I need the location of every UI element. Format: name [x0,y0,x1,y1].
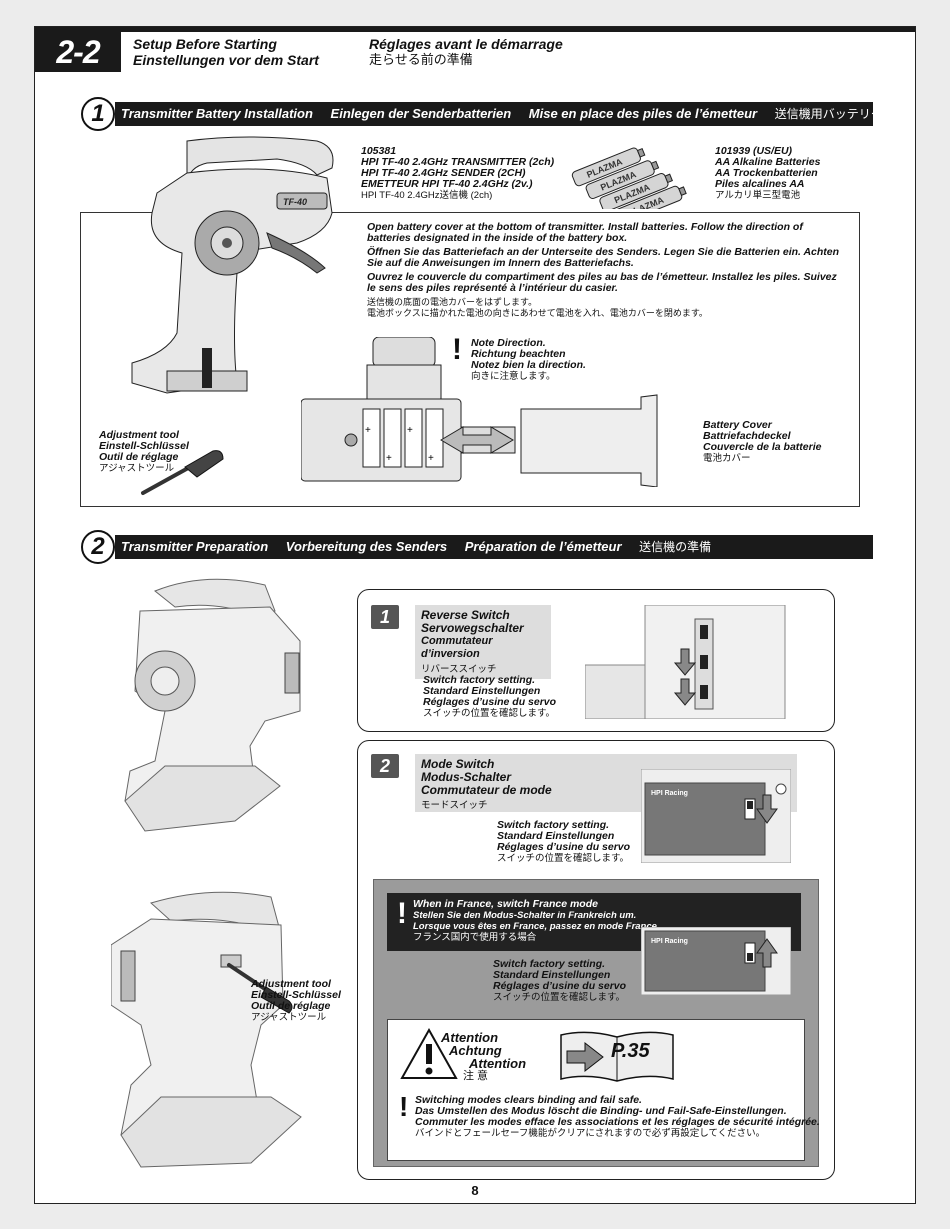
transmitter-side-illustration: TF-40 [131,136,334,394]
attention-triangle-icon [400,1027,458,1079]
battery-cover-label: Battery Cover Battriefachdeckel Couvercl… [703,419,822,465]
section2-title-en: Transmitter Preparation [121,539,269,554]
transmitter-part-no: 105381 [361,145,397,157]
battery-line-de: AA Trockenbatterien [715,167,818,179]
reverse-switch-label: Reverse Switch Servowegschalter Commutat… [415,605,551,679]
adjustment-tool-inserted-2 [227,963,273,995]
arrow-up-icon [756,938,778,968]
section2-title-jp: 送信機の準備 [639,540,712,554]
transmitter-back-illustration [111,891,302,1168]
adjustment-tool-label-2: Adjustment tool Einstell-Schlüssel Outil… [251,978,341,1024]
battery-slots: + + + + [362,408,444,468]
throttle-trigger [266,232,326,274]
instructions-jp-1: 送信機の底面の電池カバーをはずします。 [367,297,538,307]
battery-part-no: 101939 (US/EU) [715,145,793,157]
instructions-fr: Ouvrez le couvercle du compartiment des … [367,271,837,294]
svg-text:+: + [428,453,434,464]
section2-number: 2 [81,530,115,564]
battery-4: PLAZMA [613,185,687,209]
title-fr: Réglages avant le démarrage [369,36,563,52]
battery-line-en: AA Alkaline Batteries [715,156,821,168]
section1-title-fr: Mise en place des piles de l’émetteur [528,106,758,121]
reverse-switch-factory: Switch factory setting. Standard Einstel… [423,674,557,720]
france-mode-warning: ! When in France, switch France mode Ste… [387,893,801,951]
section2-title-fr: Préparation de l’émetteur [464,539,622,554]
page-reference[interactable]: P.35 [611,1040,650,1062]
title-de: Einstellungen vor dem Start [133,52,319,68]
section1-title-en: Transmitter Battery Installation [121,106,313,121]
instructions-de: Öffnen Sie das Batteriefach an der Unter… [367,246,840,269]
svg-text:+: + [365,425,371,436]
transmitter-line-en: HPI TF-40 2.4GHz TRANSMITTER (2ch) [361,156,555,168]
section2-bar: Transmitter Preparation Vorbereitung des… [115,535,873,559]
arrow-right-icon [566,1041,604,1073]
page-reference-book-icon [560,1031,674,1082]
adjustment-tool-inserted [202,348,212,388]
svg-text:HPI Racing: HPI Racing [651,938,688,945]
section1-title-jp: 送信機用バッテリーの入れ方 [774,107,916,121]
france-exclamation-icon: ! [397,897,407,930]
chapter-number: 2-2 [35,32,121,72]
aa-batteries-illustration: PLAZMA PLAZMA PLAZMA PLAZMA [571,147,687,209]
side-switch-panel [120,950,136,1002]
step2-badge: 2 [371,754,399,778]
battery-instructions: Open battery cover at the bottom of tran… [367,222,847,319]
transmitter-base-2 [120,1096,302,1168]
switching-modes-warning: Switching modes clears binding and fail … [415,1094,820,1140]
section1-number: 1 [81,97,115,131]
switch-panel [284,652,300,694]
battery-instruction-box [80,212,860,507]
manual-page: 2-2 Setup Before Starting Einstellungen … [34,26,916,1204]
battery-line-jp: アルカリ単三型電池 [715,190,801,201]
svg-text:+: + [386,453,392,464]
reverse-switch-closeup [585,605,786,719]
insert-arrow [440,426,514,454]
title-jp: 走らせる前の準備 [369,52,473,67]
transmitter-line-fr: EMETTEUR HPI TF-40 2.4GHz (2v.) [361,178,533,190]
transmitter-handle [186,136,334,184]
section1-title-de: Einlegen der Senderbatterien [330,106,512,121]
transmitter-front-illustration [124,578,301,832]
battery-cover-part [520,394,658,487]
france-switch-closeup: HPI Racing [641,927,791,995]
transmitter-line-de: HPI TF-40 2.4GHz SENDER (2CH) [361,167,526,179]
note-exclamation-icon: ! [452,333,462,366]
top-rule [35,27,915,32]
instructions-en: Open battery cover at the bottom of tran… [367,221,803,244]
transmitter-description: 105381 HPI TF-40 2.4GHz TRANSMITTER (2ch… [361,145,555,202]
warn-exclamation-icon: ! [399,1091,409,1122]
mode-switch-closeup: HPI Racing [641,769,791,863]
step1-badge: 1 [371,605,399,629]
adjustment-tool-label-1: Adjustment tool Einstell-Schlüssel Outil… [99,429,189,475]
france-switch-factory: Switch factory setting. Standard Einstel… [493,958,627,1004]
arrow-down-icon [673,648,697,676]
arrow-down-icon [756,794,778,824]
header-right: Réglages avant le démarrage 走らせる前の準備 [369,36,563,68]
note-direction: Note Direction. Richtung beachten Notez … [471,337,586,383]
page-number: 8 [471,1183,479,1198]
section1-bar: Transmitter Battery Installation Einlege… [115,102,915,126]
transmitter-line-jp: HPI TF-40 2.4GHz送信機 (2ch) [361,190,493,201]
section2-title-de: Vorbereitung des Senders [285,539,448,554]
transmitter-base [124,765,281,832]
battery-description: 101939 (US/EU) AA Alkaline Batteries AA … [715,145,821,202]
instructions-jp-2: 電池ボックスに描かれた電池の向きにあわせて電池を入れ、電池カバーを閉めます。 [367,308,708,318]
attention-label: Attention Achtung Attention 注 意 [441,1030,527,1082]
transmitter-body [131,168,333,394]
battery-box-illustration: + + + + [301,337,658,487]
battery-line-fr: Piles alcalines AA [715,178,805,190]
svg-text:HPI Racing: HPI Racing [651,790,688,797]
tf40-label: TF-40 [283,197,307,207]
svg-text:+: + [407,425,413,436]
arrow-down-icon [673,678,697,706]
mode-switch-factory: Switch factory setting. Standard Einstel… [497,819,631,865]
title-en: Setup Before Starting [133,36,277,52]
adjustment-tool-icon [141,450,224,495]
header-left: Setup Before Starting Einstellungen vor … [133,36,319,68]
